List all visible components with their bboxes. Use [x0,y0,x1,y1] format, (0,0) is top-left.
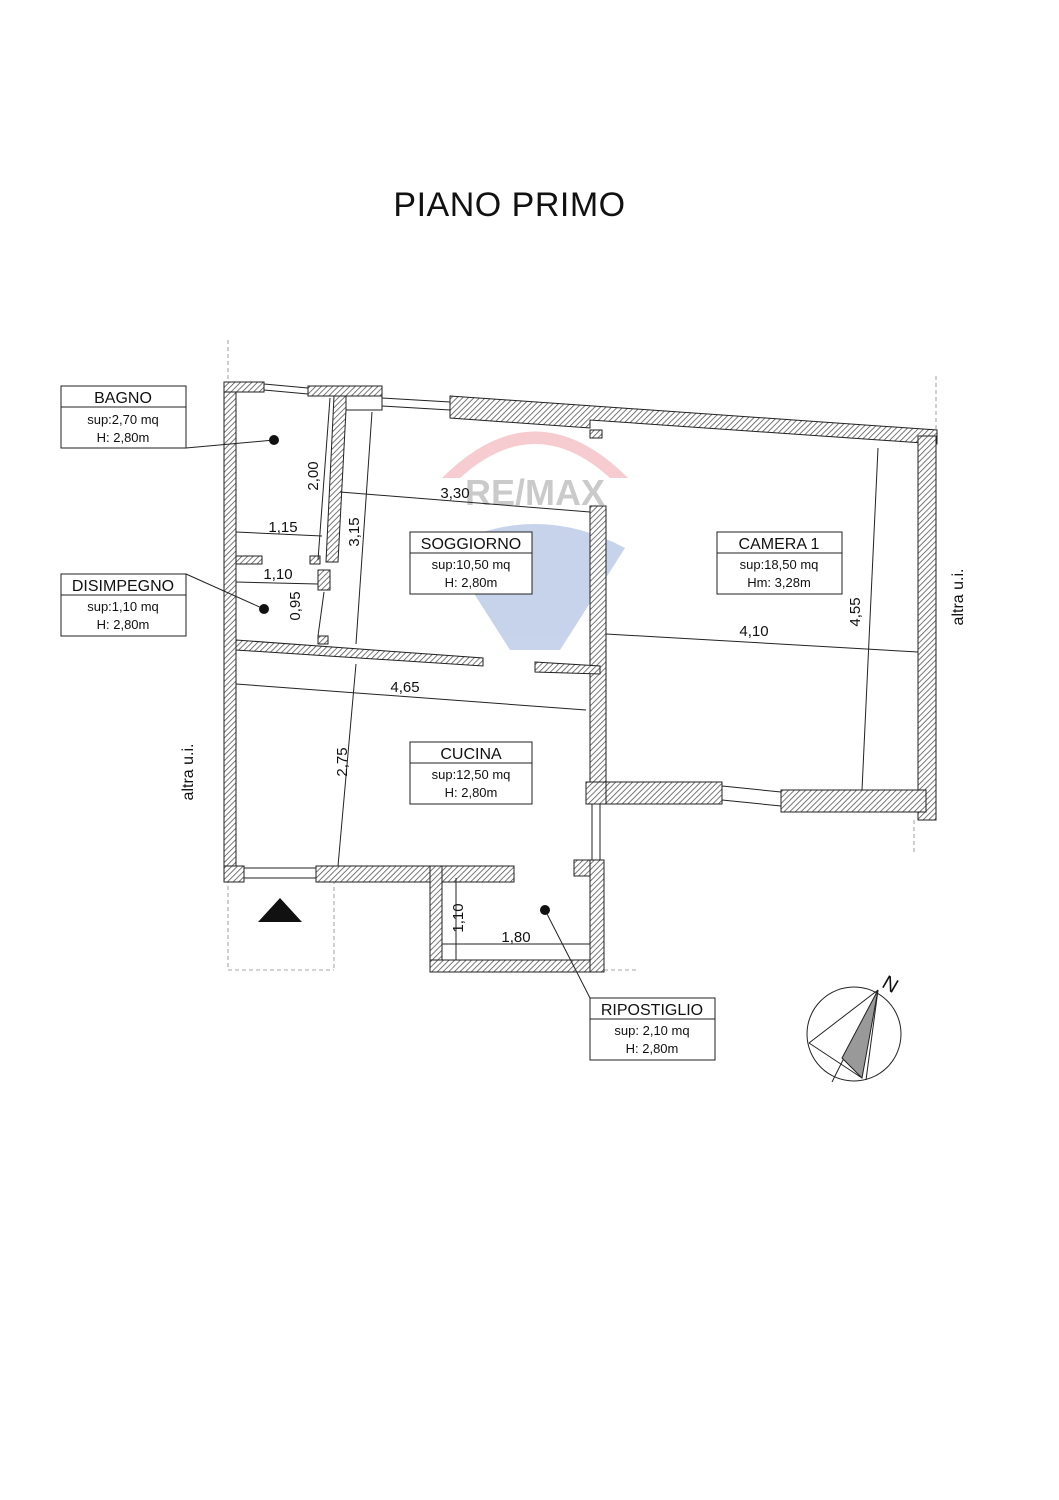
room-area-disimpegno: sup:1,10 mq [87,599,159,614]
room-area-bagno: sup:2,70 mq [87,412,159,427]
room-area-soggiorno: sup:10,50 mq [432,557,511,572]
compass-north-label: N [878,972,902,998]
dim-soggiorno-width: 3,30 [440,485,469,502]
room-area-ripostiglio: sup: 2,10 mq [614,1023,689,1038]
dim-ripostiglio-width: 1,80 [501,929,530,946]
room-label-ripostiglio: RIPOSTIGLIO sup: 2,10 mq H: 2,80m [540,905,716,1061]
room-name-disimpegno: DISIMPEGNO [72,578,174,595]
room-height-bagno: H: 2,80m [97,430,150,445]
neighbor-label-right: altra u.i. [950,569,967,626]
dim-camera-width: 4,10 [739,623,768,640]
room-label-soggiorno: SOGGIORNO sup:10,50 mq H: 2,80m [409,531,533,595]
room-area-cucina: sup:12,50 mq [432,767,511,782]
dim-bagno-height: 2,00 [305,461,322,490]
room-name-soggiorno: SOGGIORNO [421,536,521,553]
dim-camera-height: 4,55 [847,597,864,626]
room-name-ripostiglio: RIPOSTIGLIO [601,1002,703,1019]
walls [223,381,938,973]
windows [244,383,782,879]
compass-rose: N [806,972,902,1083]
dim-ripostiglio-height: 1,10 [450,903,467,932]
dim-disimpegno-height: 0,95 [287,591,304,620]
plan-title: PIANO PRIMO [393,186,626,224]
room-height-cucina: H: 2,80m [445,785,498,800]
dim-cucina-width: 4,65 [390,679,419,696]
room-name-camera1: CAMERA 1 [739,536,820,553]
dim-disimpegno-width: 1,10 [263,566,292,583]
room-name-bagno: BAGNO [94,390,152,407]
room-label-disimpegno: DISIMPEGNO sup:1,10 mq H: 2,80m [60,573,269,637]
room-height-soggiorno: H: 2,80m [445,575,498,590]
room-label-camera1: CAMERA 1 sup:18,50 mq Hm: 3,28m [716,531,843,595]
room-area-camera1: sup:18,50 mq [740,557,819,572]
dim-cucina-height: 2,75 [334,747,351,776]
room-height-camera1: Hm: 3,28m [747,575,811,590]
room-height-disimpegno: H: 2,80m [97,617,150,632]
dimension-lines [235,397,919,960]
room-label-cucina: CUCINA sup:12,50 mq H: 2,80m [409,741,533,805]
room-name-cucina: CUCINA [440,746,502,763]
dim-bagno-width: 1,15 [268,519,297,536]
dim-soggiorno-height: 3,15 [346,517,363,546]
entrance-icon [258,898,302,922]
remax-watermark-text: RE/MAX [465,472,605,513]
room-label-bagno: BAGNO sup:2,70 mq H: 2,80m [60,385,279,449]
neighbor-label-left: altra u.i. [180,744,197,801]
room-height-ripostiglio: H: 2,80m [626,1041,679,1056]
